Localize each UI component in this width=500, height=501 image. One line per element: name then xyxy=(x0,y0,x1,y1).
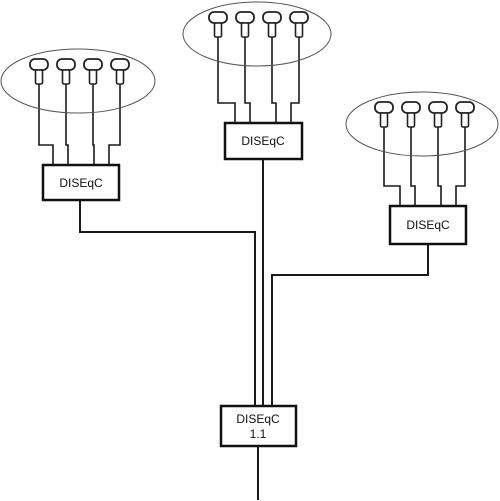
lnb-group-left xyxy=(0,48,156,114)
lnb-group-top-oval xyxy=(182,1,332,67)
lnb-icon xyxy=(262,11,282,38)
switch-top-label: DISEqC xyxy=(241,134,285,148)
lnb-group-right xyxy=(345,91,499,157)
switch-left-box xyxy=(41,163,121,202)
feed-wire-left-1 xyxy=(38,84,54,165)
feed-wire-top-3 xyxy=(271,37,277,123)
lnb-icon xyxy=(289,11,309,38)
feed-wire-left-4 xyxy=(108,84,121,165)
switch-right-label: DISEqC xyxy=(406,218,450,232)
lnb-icon xyxy=(83,58,103,85)
switch-main: DISEqC 1.1 xyxy=(219,404,298,448)
cable-left-to-main xyxy=(79,200,256,406)
lnb-icon xyxy=(208,11,228,38)
feed-wire-left-3 xyxy=(92,84,95,165)
lnb-icon xyxy=(374,101,394,128)
switch-top-box xyxy=(223,121,304,161)
lnb-icon xyxy=(56,58,76,85)
feed-wire-right-1 xyxy=(383,127,401,206)
lnb-group-left-oval xyxy=(0,48,156,114)
lnb-icon xyxy=(401,101,421,128)
switch-right: DISEqC xyxy=(388,204,468,246)
feed-wire-right-3 xyxy=(437,127,442,206)
feed-wire-right-2 xyxy=(410,127,416,206)
lnb-group-right-oval xyxy=(345,91,499,157)
lnb-group-top xyxy=(182,1,332,67)
lnb-icon xyxy=(428,101,448,128)
switch-right-box xyxy=(388,204,468,246)
switch-main-label-line2: 1.1 xyxy=(250,427,267,441)
switch-left-label: DISEqC xyxy=(59,176,103,190)
lnb-icon xyxy=(29,58,49,85)
lnb-icon xyxy=(235,11,255,38)
switch-main-box xyxy=(219,404,298,448)
feed-wire-top-4 xyxy=(290,37,300,123)
lnb-icon xyxy=(455,101,475,128)
cable-right-to-main xyxy=(271,244,429,406)
feed-wire-top-1 xyxy=(217,37,236,123)
switch-left: DISEqC xyxy=(41,163,121,202)
trunk-cables xyxy=(79,160,429,500)
switch-top: DISEqC xyxy=(223,121,304,161)
feed-wire-left-2 xyxy=(65,84,69,165)
feed-wire-top-2 xyxy=(244,37,251,123)
feed-wire-right-4 xyxy=(455,127,466,206)
switch-main-label-line1: DISEqC xyxy=(236,412,280,426)
lnb-icon xyxy=(110,58,130,85)
